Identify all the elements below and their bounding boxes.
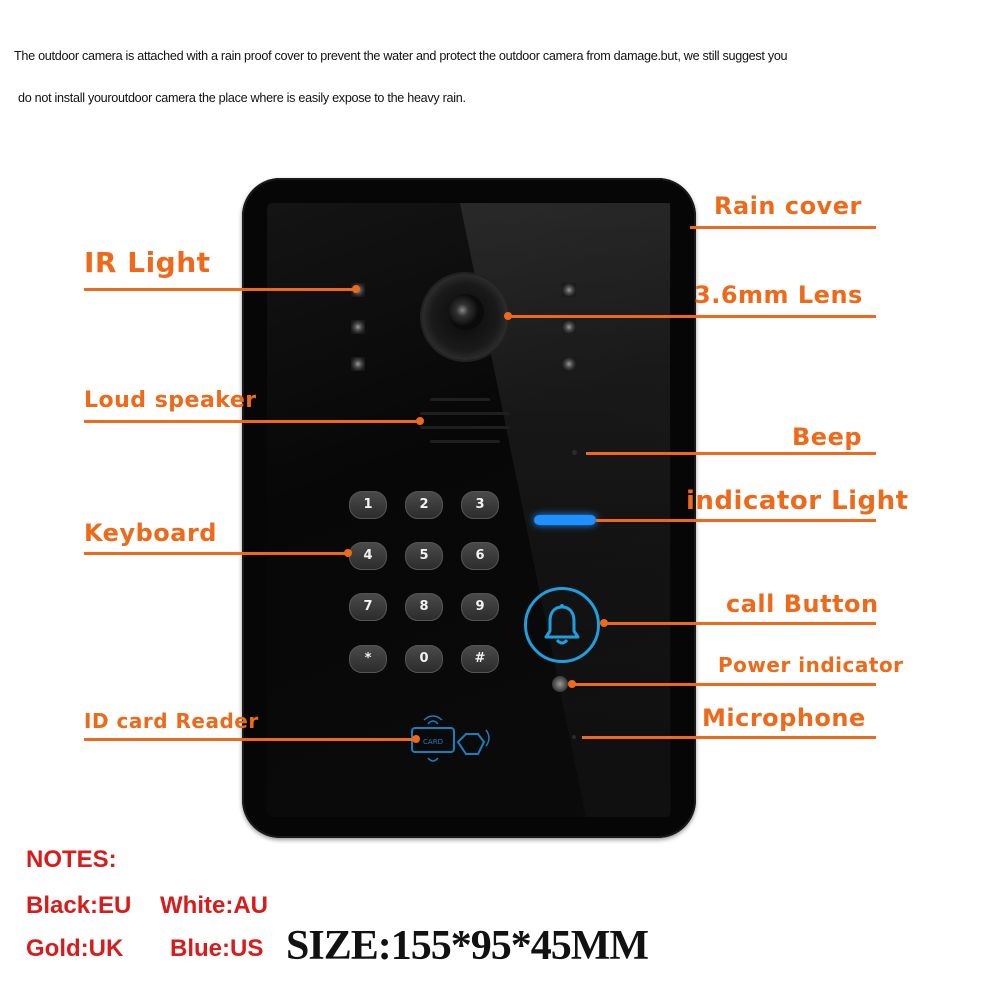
key-7[interactable]: 7 xyxy=(349,593,387,621)
key-9[interactable]: 9 xyxy=(461,593,499,621)
intro-text-line-1: The outdoor camera is attached with a ra… xyxy=(14,48,788,63)
callout-line xyxy=(84,738,416,741)
bell-icon xyxy=(544,604,580,645)
key-4[interactable]: 4 xyxy=(349,542,387,570)
label-id-card-reader: ID card Reader xyxy=(84,709,259,733)
callout-line xyxy=(586,452,876,455)
call-button[interactable] xyxy=(524,587,600,663)
card-text: CARD xyxy=(423,738,443,746)
key-star[interactable]: * xyxy=(349,645,387,673)
label-indicator-light: indicator Light xyxy=(686,486,909,516)
key-3[interactable]: 3 xyxy=(461,491,499,519)
callout-dot xyxy=(416,417,424,425)
speaker-grille xyxy=(420,426,510,429)
label-lens: 3.6mm Lens xyxy=(694,281,863,309)
power-indicator xyxy=(552,676,568,692)
speaker-grille xyxy=(430,398,490,401)
ir-light-icon xyxy=(562,320,576,334)
callout-line xyxy=(84,288,356,291)
key-0[interactable]: 0 xyxy=(405,645,443,673)
card-reader-icon: CARD xyxy=(411,715,490,762)
callout-line xyxy=(582,736,876,739)
notes-white: White:AU xyxy=(160,892,268,919)
intro-text-line-2: do not install youroutdoor camera the pl… xyxy=(18,90,466,105)
label-microphone: Microphone xyxy=(702,704,866,732)
speaker-grille xyxy=(430,440,500,443)
label-keyboard: Keyboard xyxy=(84,519,217,547)
ir-light-icon xyxy=(351,357,365,371)
indicator-light xyxy=(534,515,596,525)
label-call-button: call Button xyxy=(726,590,879,618)
label-power-indicator: Power indicator xyxy=(718,653,904,677)
callout-line xyxy=(508,315,876,318)
size-text: SIZE:155*95*45MM xyxy=(286,923,649,969)
lens-icon xyxy=(448,294,484,330)
callout-dot xyxy=(352,285,360,293)
key-6[interactable]: 6 xyxy=(461,542,499,570)
callout-dot xyxy=(412,735,420,743)
microphone-hole xyxy=(572,735,576,739)
notes-blue: Blue:US xyxy=(170,935,264,962)
key-5[interactable]: 5 xyxy=(405,542,443,570)
label-beep: Beep xyxy=(792,423,863,451)
callout-dot xyxy=(344,549,352,557)
callout-line xyxy=(84,420,420,423)
ir-light-icon xyxy=(351,320,365,334)
callout-line xyxy=(690,226,876,229)
callout-dot xyxy=(504,312,512,320)
notes-title: NOTES: xyxy=(26,846,117,873)
key-1[interactable]: 1 xyxy=(349,491,387,519)
label-rain-cover: Rain cover xyxy=(714,192,862,220)
label-loud-speaker: Loud speaker xyxy=(84,388,257,413)
ir-light-icon xyxy=(562,357,576,371)
key-hash[interactable]: # xyxy=(461,645,499,673)
callout-line xyxy=(572,683,876,686)
notes-gold: Gold:UK xyxy=(26,935,124,962)
beep-hole xyxy=(572,450,577,455)
callout-dot xyxy=(600,619,608,627)
callout-line xyxy=(84,552,348,555)
speaker-grille xyxy=(420,412,510,415)
key-2[interactable]: 2 xyxy=(405,491,443,519)
callout-line xyxy=(596,519,876,522)
callout-dot xyxy=(568,680,576,688)
key-8[interactable]: 8 xyxy=(405,593,443,621)
callout-line xyxy=(604,622,876,625)
ir-light-icon xyxy=(562,283,576,297)
notes-black: Black:EU xyxy=(26,892,132,919)
label-ir-light: IR Light xyxy=(84,246,211,279)
